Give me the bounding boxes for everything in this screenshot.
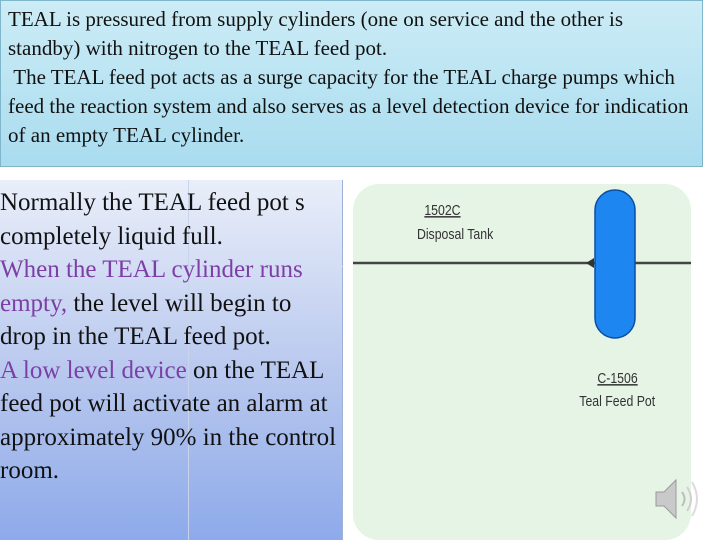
process-diagram: 1502C Disposal Tank C-1506 Teal Feed Pot	[353, 184, 691, 540]
description-line-2-text: The TEAL feed pot acts as a surge capaci…	[8, 65, 689, 147]
description-box: TEAL is pressured from supply cylinders …	[0, 0, 703, 167]
diagram-svg: 1502C Disposal Tank C-1506 Teal Feed Pot	[353, 189, 691, 409]
explanation-highlight-2: A low level device	[0, 356, 187, 384]
feed-pot-vessel	[594, 189, 636, 339]
description-line-1: TEAL is pressured from supply cylinders …	[8, 7, 624, 60]
pot-name-label: Teal Feed Pot	[579, 393, 655, 409]
explanation-part-3: the level will begin to drop in the TEAL…	[0, 289, 292, 351]
speaker-icon[interactable]	[652, 474, 702, 524]
flow-arrow	[586, 258, 594, 268]
explanation-highlight-1: When the TEAL cylinder runs empty,	[0, 256, 303, 317]
description-line-2: The TEAL feed pot acts as a surge capaci…	[8, 63, 694, 150]
explanation-text: Normally the TEAL feed pot s completely …	[0, 186, 338, 488]
pot-id-label: C-1506	[597, 370, 638, 386]
panel-gridline	[0, 266, 343, 267]
explanation-part-1: Normally the TEAL feed pot s completely …	[0, 189, 305, 250]
panel-gridline	[188, 180, 189, 540]
tank-name-label: Disposal Tank	[417, 226, 493, 242]
explanation-part-5: on the TEAL feed pot will activate an al…	[0, 356, 337, 485]
explanation-panel: Normally the TEAL feed pot s completely …	[0, 180, 343, 540]
tank-id-label: 1502C	[424, 202, 460, 218]
